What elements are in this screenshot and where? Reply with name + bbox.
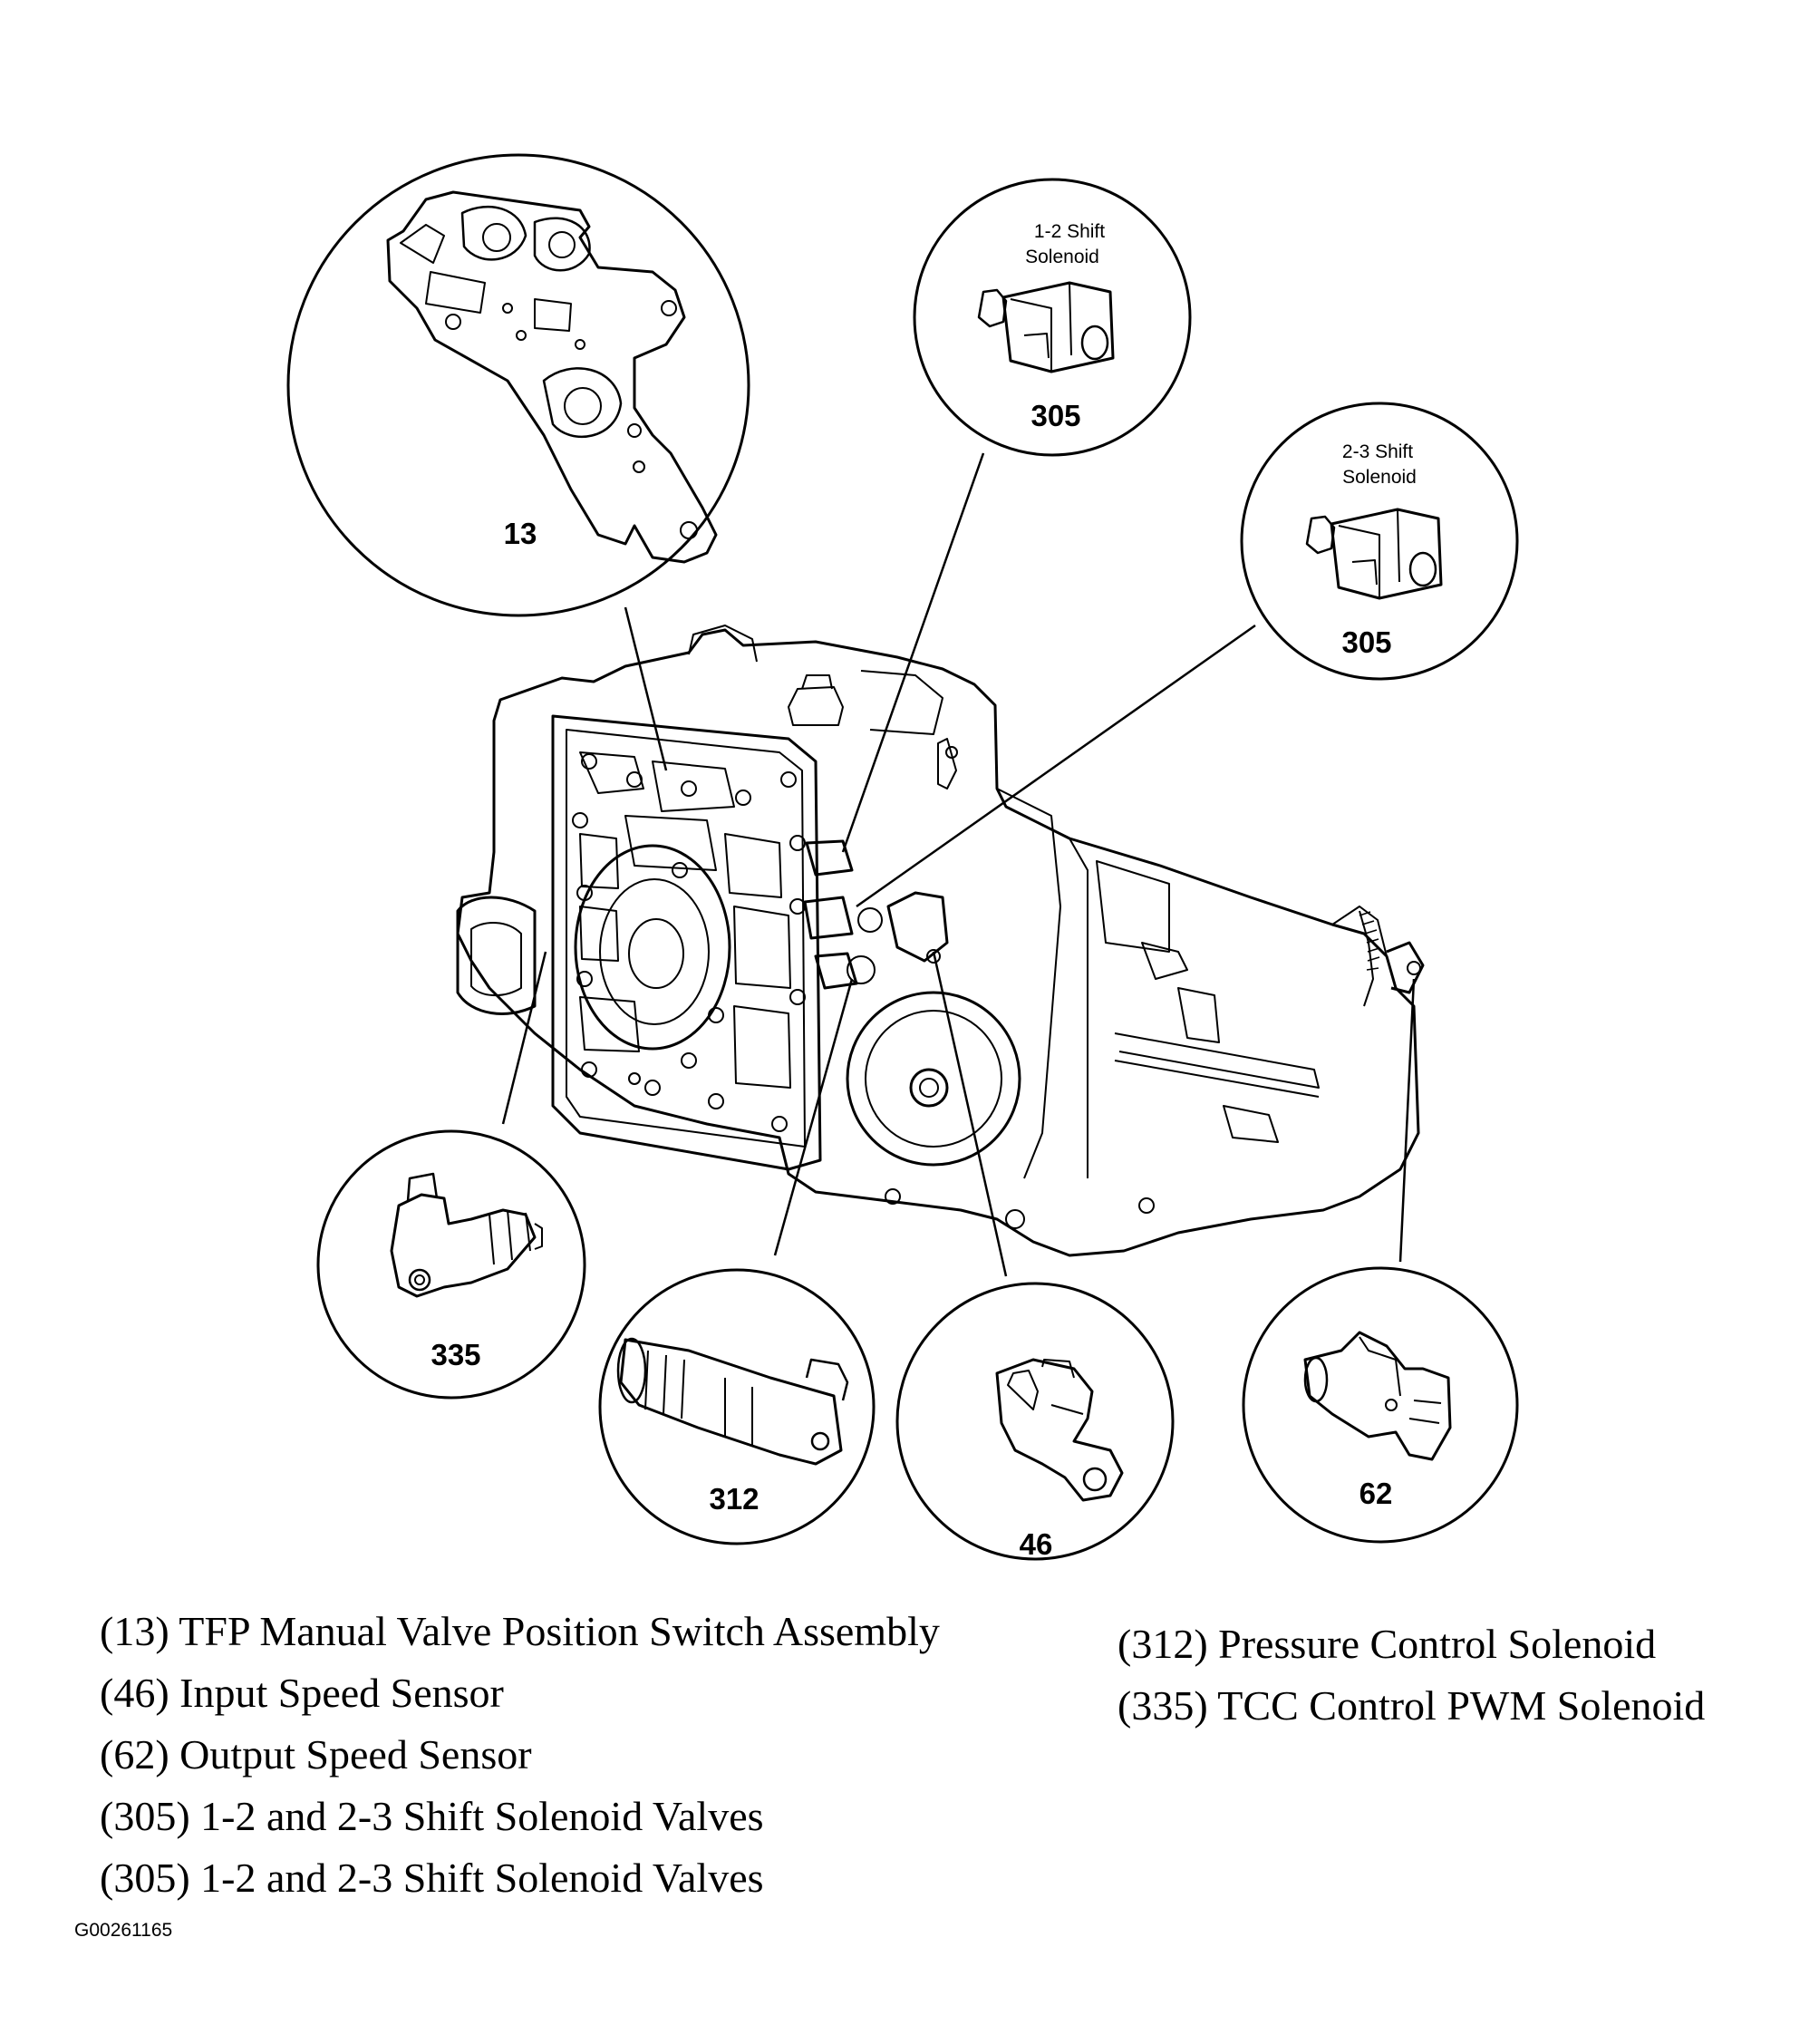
figure-code: G00261165 [74, 1920, 173, 1941]
legend-item-305-a: (305) 1-2 and 2-3 Shift Solenoid Valves [100, 1793, 764, 1839]
legend-item-62: (62) Output Speed Sensor [100, 1731, 532, 1778]
callout-circle-312 [598, 1268, 876, 1545]
legend-item-46: (46) Input Speed Sensor [100, 1670, 504, 1716]
callout-circles [286, 153, 1519, 1561]
pressure-control-solenoid-drawing [616, 1337, 849, 1466]
output-speed-sensor-drawing [1303, 1331, 1452, 1461]
legend-item-13: (13) TFP Manual Valve Position Switch As… [100, 1608, 940, 1654]
callout-caption-305-upper-line1: 1-2 Shift [1034, 221, 1105, 242]
callout-caption-305-lower-line2: Solenoid [1342, 467, 1417, 488]
tfp-switch-plate-drawing [386, 190, 718, 564]
callout-caption-305-lower-line1: 2-3 Shift [1342, 441, 1413, 462]
callout-label-13: 13 [504, 517, 537, 550]
callout-label-305-lower: 305 [1341, 625, 1391, 659]
callout-circle-46 [895, 1282, 1175, 1561]
legend-item-312: (312) Pressure Control Solenoid [1118, 1621, 1657, 1667]
leader-lines [501, 452, 1416, 1277]
shift-solenoid-23-drawing [1305, 508, 1443, 600]
legend-left: (13) TFP Manual Valve Position Switch As… [100, 1601, 940, 1909]
legend-item-305-b: (305) 1-2 and 2-3 Shift Solenoid Valves [100, 1855, 764, 1901]
callout-label-335: 335 [431, 1338, 480, 1371]
legend-right: (312) Pressure Control Solenoid (335) TC… [1118, 1613, 1705, 1737]
callout-circle-62 [1242, 1266, 1519, 1544]
callout-label-62: 62 [1359, 1477, 1393, 1510]
tcc-pwm-solenoid-drawing [390, 1172, 543, 1298]
shift-solenoid-12-drawing [977, 281, 1115, 373]
callout-label-305-upper: 305 [1030, 399, 1080, 432]
callout-label-46: 46 [1020, 1527, 1053, 1561]
callout-circle-13 [286, 153, 750, 617]
legend-item-335: (335) TCC Control PWM Solenoid [1118, 1682, 1706, 1729]
callout-caption-305-upper-line2: Solenoid [1025, 247, 1099, 267]
callout-circle-305-lower [1240, 402, 1519, 681]
transmission-assembly [456, 625, 1425, 1257]
callout-label-312: 312 [709, 1482, 759, 1516]
callout-circle-305-upper [913, 178, 1192, 457]
callout-circle-335 [316, 1129, 586, 1400]
input-speed-sensor-drawing [995, 1358, 1124, 1502]
